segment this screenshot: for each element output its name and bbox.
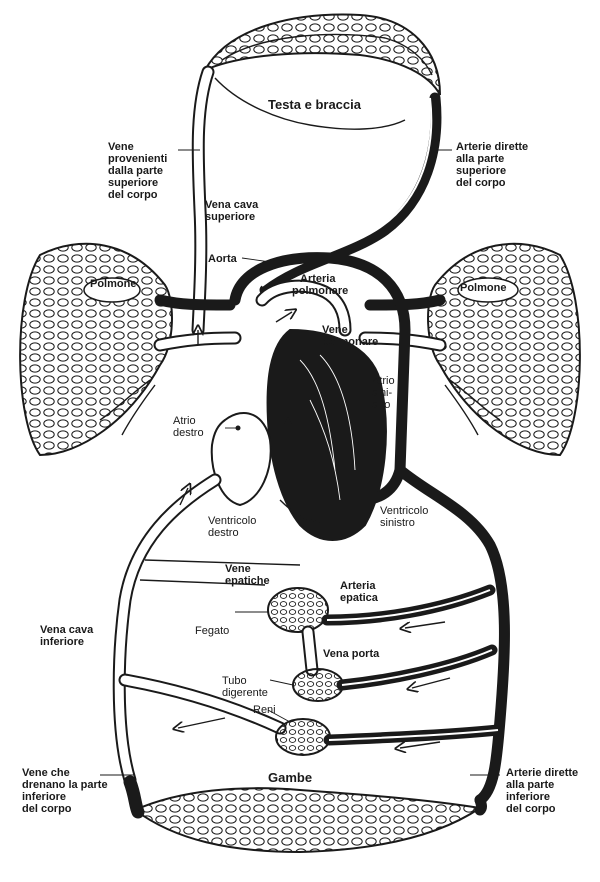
label-arteries-upper-4: del corpo (456, 177, 506, 189)
label-veins-upper-5: del corpo (108, 189, 158, 201)
label-arteries-lower-4: del corpo (506, 803, 556, 815)
label-left-atrium-3: stro (372, 399, 390, 411)
label-arteries-upper-2: alla parte (456, 153, 504, 165)
label-hepatic-veins-2: epatiche (225, 575, 270, 587)
head-arms-capillary-bed (202, 13, 441, 96)
label-arteries-lower: Arterie dirette (506, 767, 578, 779)
label-vena-cava-sup: Vena cava (205, 199, 259, 211)
label-vena-cava-sup-2: superiore (205, 211, 255, 223)
label-left-ventricle-2: sinistro (380, 517, 415, 529)
label-portal-vein: Vena porta (323, 648, 380, 660)
label-left-atrium-2: sini- (372, 387, 393, 399)
label-hepatic-artery: Arteria (340, 580, 376, 592)
label-hepatic-artery-2: epatica (340, 592, 379, 604)
heart (210, 252, 411, 541)
label-vena-cava-inf: Vena cava (40, 624, 94, 636)
label-veins-upper-2: provenienti (108, 153, 167, 165)
label-gut-2: digerente (222, 687, 268, 699)
label-right-atrium: Atrio (173, 415, 196, 427)
liver-capillary-bed (267, 584, 496, 633)
leader-lines (100, 149, 500, 776)
label-right-atrium-2: destro (173, 427, 204, 439)
flow-arrows (178, 330, 451, 748)
left-lung (19, 242, 242, 457)
upper-circulation-vessels (191, 65, 442, 337)
label-arteries-lower-2: alla parte (506, 779, 554, 791)
legs-capillary-bed (123, 775, 487, 854)
label-veins-lower-2: drenano la parte (22, 779, 108, 791)
label-left-atrium: Atrio (372, 375, 395, 387)
lower-circulation-vessels (112, 464, 510, 806)
label-veins-lower-4: del corpo (22, 803, 72, 815)
label-arteries-lower-3: inferiore (506, 791, 550, 803)
label-vena-cava-inf-2: inferiore (40, 636, 84, 648)
label-head-arms: Testa e braccia (268, 97, 362, 112)
label-pulm-veins: Vene (322, 324, 348, 336)
label-pulm-artery-2: polmonare (292, 285, 348, 297)
label-lung-left: Polmone (90, 278, 136, 290)
label-pulm-veins-2: polmonare (322, 336, 378, 348)
label-arteries-upper-3: superiore (456, 165, 506, 177)
label-right-ventricle-2: destro (208, 527, 239, 539)
label-gut: Tubo (222, 675, 247, 687)
gut-capillary-bed (292, 625, 498, 702)
label-right-ventricle: Ventricolo (208, 515, 256, 527)
label-veins-upper: Vene (108, 141, 134, 153)
kidneys-capillary-bed (275, 718, 504, 756)
label-hepatic-veins: Vene (225, 563, 251, 575)
label-veins-lower: Vene che (22, 767, 70, 779)
label-arteries-upper: Arterie dirette (456, 141, 528, 153)
label-kidneys: Reni (253, 704, 276, 716)
label-pulm-artery: Arteria (300, 273, 336, 285)
label-left-ventricle: Ventricolo (380, 505, 428, 517)
label-aorta: Aorta (208, 253, 238, 265)
labels: Testa e braccia Vene provenienti dalla p… (22, 97, 578, 815)
label-lung-right: Polmone (460, 282, 506, 294)
label-legs: Gambe (268, 770, 312, 785)
label-veins-upper-3: dalla parte (108, 165, 163, 177)
label-liver: Fegato (195, 625, 229, 637)
label-veins-lower-3: inferiore (22, 791, 66, 803)
label-veins-upper-4: superiore (108, 177, 158, 189)
